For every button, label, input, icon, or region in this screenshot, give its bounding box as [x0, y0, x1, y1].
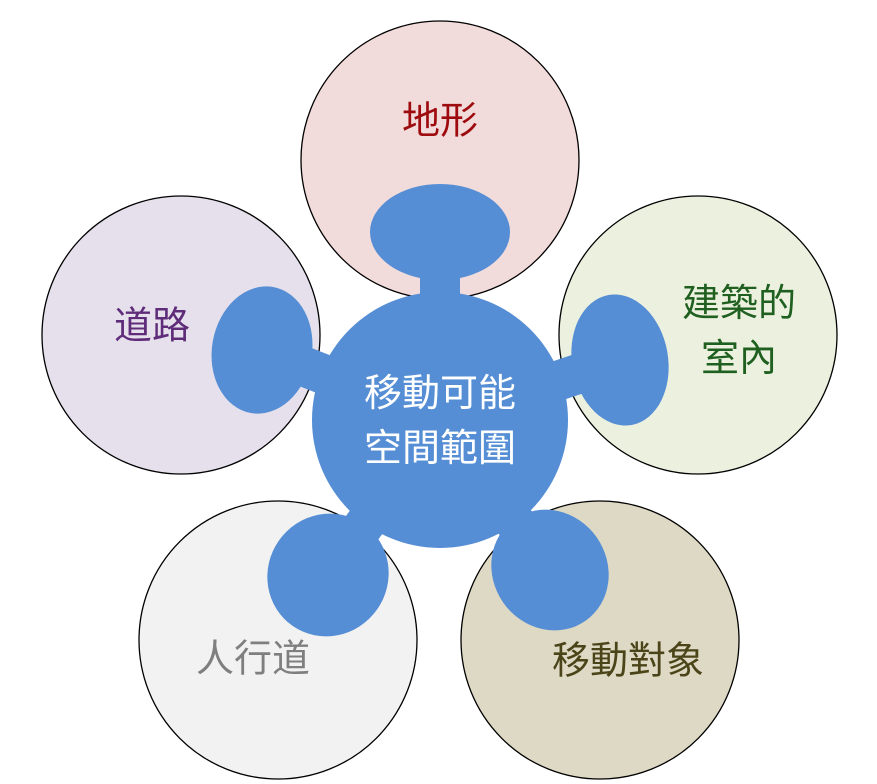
center-label-line-2: 空間範圍: [364, 426, 516, 470]
node-label-building-interior-line-2: 室內: [701, 336, 777, 380]
center-label-line-1: 移動可能: [364, 371, 516, 415]
hub-petal-building-interior: [571, 294, 669, 426]
hub-petal-terrain: [370, 184, 510, 280]
hub-petal-moving-object: [491, 509, 609, 631]
node-label-sidewalk-line-1: 人行道: [196, 636, 310, 680]
node-label-building-interior-line-1: 建築的: [682, 281, 796, 325]
node-label-moving-object-line-1: 移動對象: [552, 638, 704, 682]
node-label-terrain-line-1: 地形: [402, 98, 478, 142]
hub-center-circle: [312, 292, 568, 548]
central-hub: [211, 184, 669, 637]
node-label-road-line-1: 道路: [114, 303, 190, 347]
hub-petal-road: [211, 286, 313, 414]
hub-petal-sidewalk: [267, 513, 389, 637]
